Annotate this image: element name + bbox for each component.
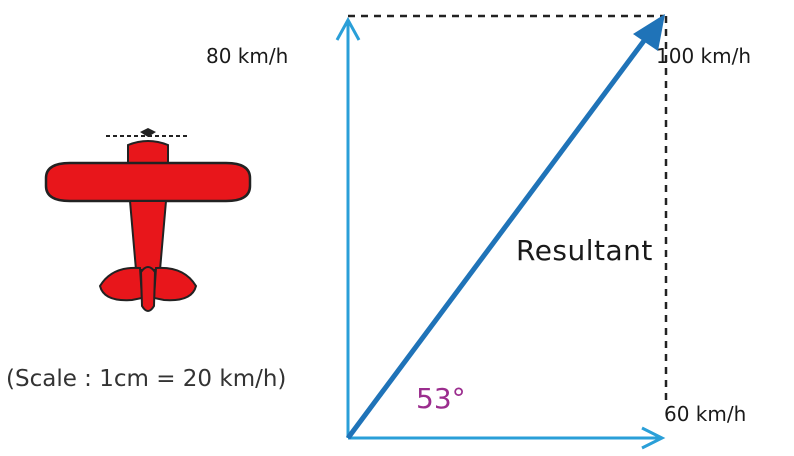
- resultant-label: Resultant: [516, 234, 653, 267]
- east-speed-label: 60 km/h: [664, 402, 747, 426]
- resultant-speed-label: 100 km/h: [656, 44, 752, 68]
- resultant-arrow: [345, 14, 665, 440]
- scale-label: (Scale : 1cm = 20 km/h): [6, 366, 287, 392]
- angle-label: 53°: [416, 382, 466, 415]
- airplane-icon: [44, 128, 252, 312]
- east-component-arrow: [348, 426, 666, 450]
- north-speed-label: 80 km/h: [206, 44, 289, 68]
- north-component-arrow: [335, 16, 361, 438]
